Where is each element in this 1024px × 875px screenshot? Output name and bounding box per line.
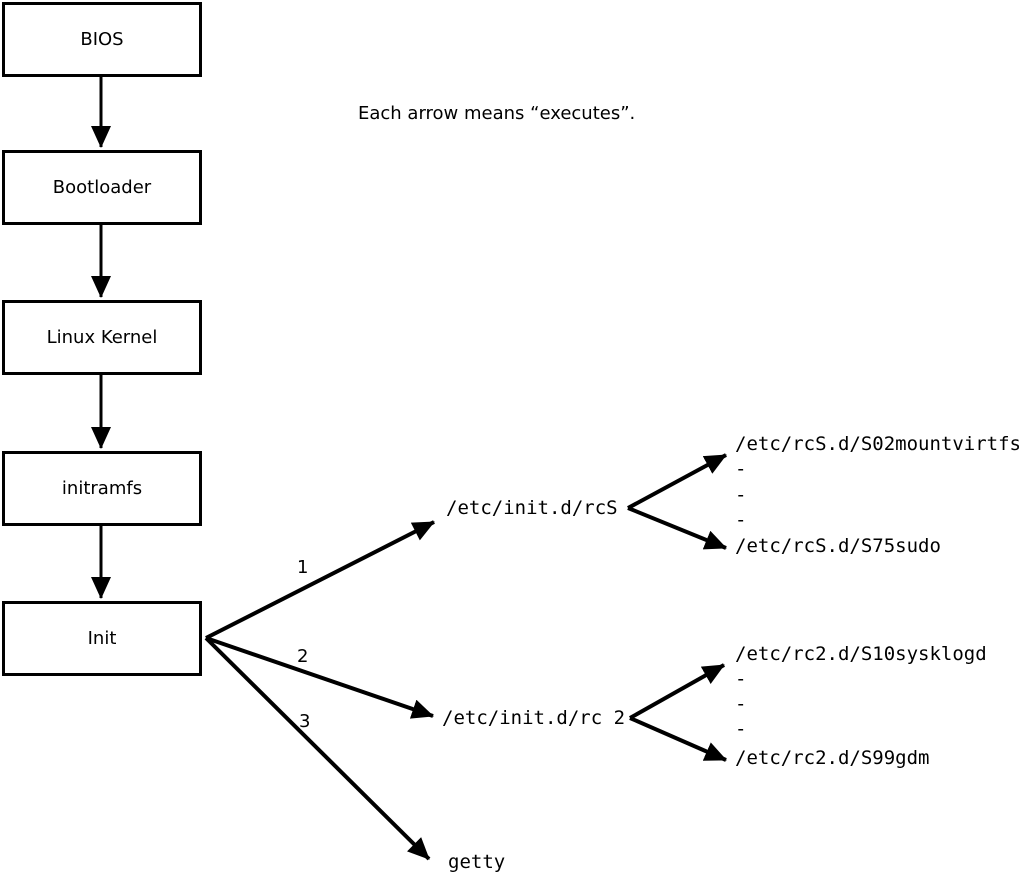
box-bios: BIOS (2, 2, 202, 77)
arrow-init-to-getty (204, 636, 431, 861)
arrow-rcS-to-S02mountvirtfs (627, 453, 727, 510)
arrow-rc2-to-S10sysklogd (629, 663, 725, 720)
arrow-init-to-rcS (205, 520, 435, 640)
rc2-dir-line-first: /etc/rc2.d/S10sysklogd (735, 643, 987, 665)
arrow-init-to-rc2 (205, 636, 434, 719)
box-initramfs: initramfs (2, 451, 202, 526)
target-rc2-script: /etc/init.d/rc 2 (442, 707, 626, 729)
box-linux-kernel-label: Linux Kernel (46, 327, 158, 348)
rcS-dir-line-last: /etc/rcS.d/S75sudo (735, 535, 941, 557)
box-init: Init (2, 601, 202, 676)
rcS-dir-line-first: /etc/rcS.d/S02mountvirtfs (735, 433, 1021, 455)
branch-number-1: 1 (297, 557, 309, 578)
rcS-dir-line-dash: - (735, 509, 747, 531)
target-getty: getty (448, 851, 506, 873)
box-bootloader: Bootloader (2, 150, 202, 225)
box-init-label: Init (87, 628, 117, 649)
rc2-dir-line-dash: - (735, 693, 747, 715)
rc2-dir-line-dash: - (735, 668, 747, 690)
rc2-dir-line-dash: - (735, 718, 747, 740)
box-bootloader-label: Bootloader (52, 177, 152, 198)
target-rcS-script: /etc/init.d/rcS (446, 497, 618, 519)
legend-note: Each arrow means “executes”. (358, 103, 636, 124)
arrow-rc2-to-S99gdm (629, 716, 727, 762)
box-initramfs-label: initramfs (61, 478, 143, 499)
rcS-dir-line-dash: - (735, 458, 747, 480)
branch-number-3: 3 (299, 711, 311, 732)
branch-number-2: 2 (297, 646, 309, 667)
box-bios-label: BIOS (80, 29, 124, 50)
arrow-rcS-to-S75sudo (627, 506, 727, 550)
rc2-dir-line-last: /etc/rc2.d/S99gdm (735, 747, 930, 769)
box-linux-kernel: Linux Kernel (2, 300, 202, 375)
rcS-dir-line-dash: - (735, 484, 747, 506)
